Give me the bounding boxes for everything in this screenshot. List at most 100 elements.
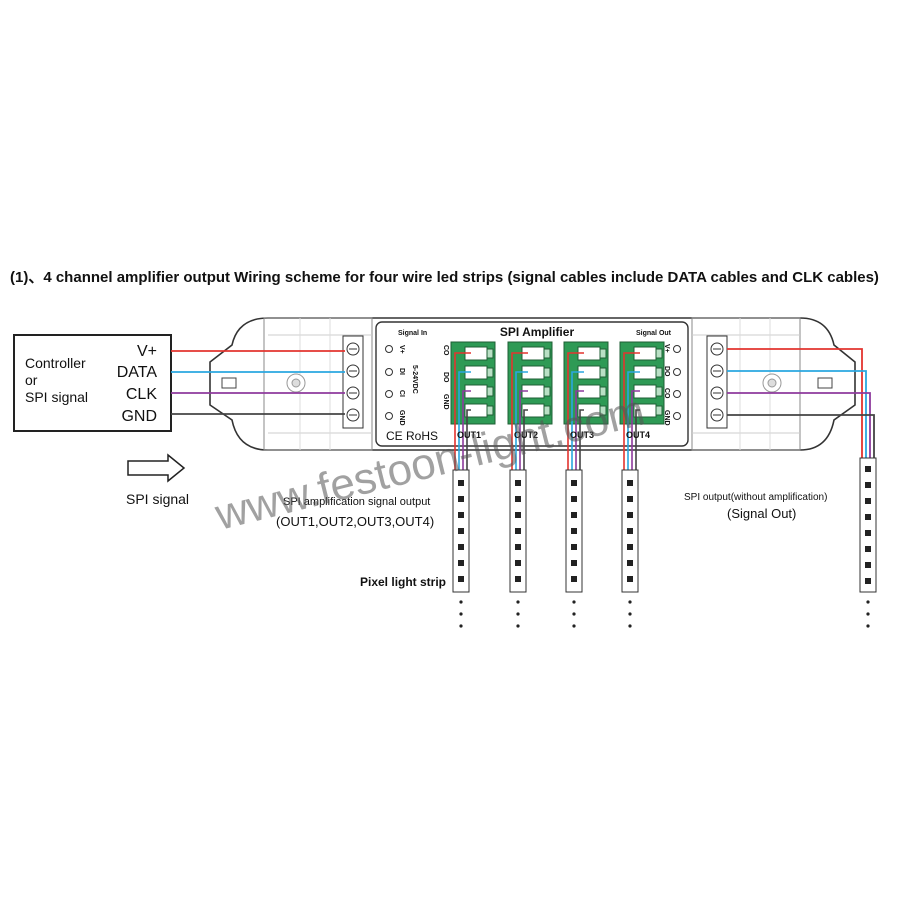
terminal-screw bbox=[599, 386, 607, 397]
wire-co-out bbox=[727, 392, 871, 458]
pixel-strip-signal-out bbox=[859, 457, 877, 628]
terminal-screw bbox=[486, 405, 494, 416]
pixel-strip-1 bbox=[452, 469, 470, 628]
out-pin-gnd: GND bbox=[663, 410, 670, 426]
in-pin-di: DI bbox=[398, 368, 405, 375]
led-pixel bbox=[458, 496, 464, 502]
led-pixel bbox=[458, 528, 464, 534]
continuation-dot bbox=[572, 612, 576, 616]
led-pixel bbox=[515, 496, 521, 502]
terminal-screw bbox=[655, 367, 663, 378]
out3-label: OUT3 bbox=[570, 430, 594, 440]
continuation-dot bbox=[866, 624, 870, 628]
out1-terminal-block: OUT1 bbox=[450, 341, 496, 470]
led-pixel bbox=[571, 496, 577, 502]
led-pixel bbox=[571, 576, 577, 582]
panel-pin-co-left: CO bbox=[442, 345, 449, 356]
continuation-dot bbox=[866, 600, 870, 604]
led-pixel bbox=[458, 480, 464, 486]
continuation-dot bbox=[459, 624, 463, 628]
out3-wire bbox=[567, 352, 584, 470]
led-pixel bbox=[865, 578, 871, 584]
led-pixel bbox=[627, 560, 633, 566]
spi-signal-label: SPI signal bbox=[126, 491, 189, 507]
led-pixel bbox=[515, 512, 521, 518]
continuation-dot bbox=[628, 600, 632, 604]
arrow-right-icon bbox=[127, 453, 186, 483]
out1-wire bbox=[454, 352, 471, 470]
out3-wire bbox=[579, 409, 584, 470]
continuation-dot bbox=[516, 624, 520, 628]
continuation-dot bbox=[866, 612, 870, 616]
terminal-screw bbox=[543, 386, 551, 397]
wire-gnd-out bbox=[727, 414, 875, 458]
out2-wire bbox=[523, 409, 528, 470]
signal-out-label-line1: SPI output(without amplification) bbox=[684, 492, 827, 503]
output-screw-terminal bbox=[706, 335, 728, 429]
terminal-screw bbox=[486, 386, 494, 397]
continuation-dot bbox=[572, 600, 576, 604]
out4-wire bbox=[627, 371, 640, 470]
led-pixel bbox=[627, 480, 633, 486]
controller-terminal-vplus: V+ bbox=[137, 343, 157, 360]
led-pixel bbox=[515, 576, 521, 582]
panel-pin-do-left: DO bbox=[442, 372, 449, 383]
led-pixel bbox=[515, 560, 521, 566]
controller-terminal-data: DATA bbox=[117, 364, 158, 381]
out-pin-do: DO bbox=[663, 366, 670, 377]
input-pin-circles bbox=[385, 345, 393, 420]
amp-output-label-line1: SPI amplification signal output bbox=[283, 496, 430, 508]
terminal-screw bbox=[486, 367, 494, 378]
terminal-screw bbox=[655, 386, 663, 397]
out3-terminal-block: OUT3 bbox=[563, 341, 609, 470]
led-pixel bbox=[627, 496, 633, 502]
led-pixel bbox=[458, 560, 464, 566]
pixel-strip-label: Pixel light strip bbox=[360, 575, 446, 589]
led-pixel bbox=[865, 498, 871, 504]
out2-wire bbox=[519, 390, 528, 470]
compliance-marks: CE RoHS bbox=[386, 429, 438, 443]
wire-do-out bbox=[727, 370, 867, 458]
input-screw-terminal bbox=[342, 335, 364, 429]
out4-label: OUT4 bbox=[626, 430, 650, 440]
out1-wire bbox=[462, 390, 471, 470]
led-pixel bbox=[865, 530, 871, 536]
amp-output-label-line2: (OUT1,OUT2,OUT3,OUT4) bbox=[276, 514, 434, 529]
led-pixel bbox=[515, 480, 521, 486]
screw-right bbox=[767, 378, 777, 388]
terminal-screw bbox=[599, 348, 607, 359]
out2-wire bbox=[511, 352, 528, 470]
led-pixel bbox=[865, 562, 871, 568]
screw-left bbox=[291, 378, 301, 388]
led-pixel bbox=[627, 528, 633, 534]
wire-vplus-out bbox=[727, 348, 863, 458]
in-pin-ci: CI bbox=[398, 390, 405, 397]
out-pin-co: CO bbox=[663, 388, 670, 399]
out4-wire bbox=[635, 409, 640, 470]
strip-body bbox=[859, 457, 877, 593]
led-pixel bbox=[515, 544, 521, 550]
led-pixel bbox=[458, 544, 464, 550]
led-pixel bbox=[515, 528, 521, 534]
led-pixel bbox=[571, 560, 577, 566]
controller-label-line2: or bbox=[25, 372, 38, 388]
controller-label-line1: Controller bbox=[25, 355, 86, 371]
out-pin-vplus: V+ bbox=[663, 344, 670, 353]
voltage-label: 5-24VDC bbox=[411, 365, 418, 394]
led-pixel bbox=[571, 528, 577, 534]
in-pin-gnd: GND bbox=[398, 410, 405, 426]
out1-wire bbox=[466, 409, 471, 470]
output-pin-circles bbox=[673, 345, 681, 420]
terminal-screw bbox=[543, 367, 551, 378]
led-pixel bbox=[571, 544, 577, 550]
terminal-screw bbox=[599, 367, 607, 378]
out3-wire bbox=[571, 371, 584, 470]
terminal-screw bbox=[655, 348, 663, 359]
pixel-strips bbox=[452, 457, 877, 628]
signal-out-label-line2: (Signal Out) bbox=[727, 506, 796, 521]
out2-terminal-block: OUT2 bbox=[507, 341, 553, 470]
controller-box bbox=[13, 334, 172, 432]
terminal-screw bbox=[543, 348, 551, 359]
continuation-dot bbox=[516, 600, 520, 604]
